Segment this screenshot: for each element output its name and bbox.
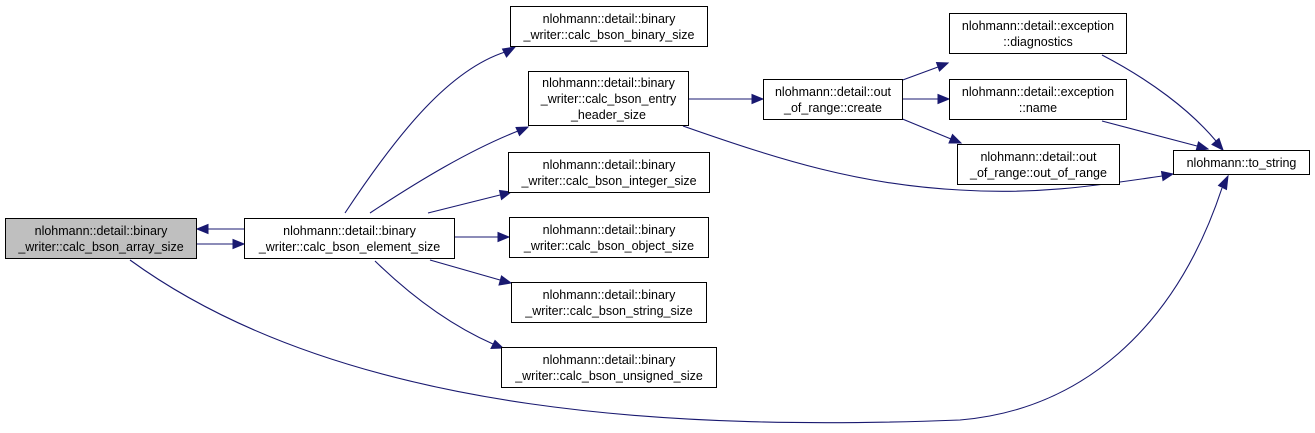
node-calc-bson-string-size[interactable]: nlohmann::detail::binary_writer::calc_bs… — [511, 282, 707, 323]
node-calc-bson-integer-size[interactable]: nlohmann::detail::binary_writer::calc_bs… — [508, 152, 710, 193]
node-label-line2: ::name — [1018, 100, 1058, 115]
node-calc-bson-unsigned-size[interactable]: nlohmann::detail::binary_writer::calc_bs… — [501, 347, 717, 388]
edge-create-to-name — [903, 93, 951, 105]
node-calc-bson-entry-header-size[interactable]: nlohmann::detail::binary_writer::calc_bs… — [528, 71, 689, 126]
node-label-line1: nlohmann::detail::binary — [542, 157, 676, 172]
node-label-line2: _writer::calc_bson_element_size — [258, 239, 441, 254]
node-label-line2: _writer::calc_bson_string_size — [525, 303, 693, 318]
edge-name-to-to-string — [1101, 120, 1210, 152]
edge-element-size-to-binary-size — [344, 46, 517, 214]
node-label-line3: _header_size — [570, 107, 647, 122]
edge-array-size-to-to-string — [129, 174, 1229, 424]
node-calc-bson-binary-size[interactable]: nlohmann::detail::binary_writer::calc_bs… — [510, 6, 708, 47]
node-label-line1: nlohmann::to_string — [1186, 155, 1297, 170]
node-label-line2: _writer::calc_bson_object_size — [523, 238, 695, 253]
node-label-line2: _of_range::create — [784, 100, 882, 115]
edge-create-to-out-of-range — [899, 117, 963, 144]
node-label-line1: nlohmann::detail::binary — [34, 223, 168, 238]
node-label-line2: _writer::calc_bson_integer_size — [521, 173, 697, 188]
edge-array-size-to-element-size — [197, 238, 246, 250]
node-out-of-range-create[interactable]: nlohmann::detail::out_of_range::create — [763, 79, 903, 120]
edge-element-size-to-string-size — [429, 259, 513, 286]
node-label-line2: ::diagnostics — [1003, 34, 1073, 49]
edge-element-size-to-integer-size — [427, 189, 513, 214]
node-label-line2: _writer::calc_bson_binary_size — [523, 27, 695, 42]
node-label-line1: nlohmann::detail::out — [774, 84, 892, 99]
edge-element-size-to-unsigned-size — [374, 260, 505, 350]
node-label-line1: nlohmann::detail::exception — [961, 84, 1115, 99]
node-calc-bson-element-size[interactable]: nlohmann::detail::binary_writer::calc_bs… — [244, 218, 455, 259]
edge-element-size-to-object-size — [455, 231, 511, 243]
node-label-line2: _writer::calc_bson_entry — [540, 91, 677, 106]
node-exception-name[interactable]: nlohmann::detail::exception::name — [949, 79, 1127, 120]
node-label-line2: _writer::calc_bson_unsigned_size — [515, 368, 703, 383]
edge-entry-header-size-to-create — [689, 93, 765, 105]
node-label-line1: nlohmann::detail::binary — [542, 11, 676, 26]
node-exception-diagnostics[interactable]: nlohmann::detail::exception::diagnostics — [949, 13, 1127, 54]
node-label-line1: nlohmann::detail::out — [980, 149, 1097, 164]
edge-diagnostics-to-to-string — [1101, 54, 1224, 151]
node-calc-bson-array-size: nlohmann::detail::binary_writer::calc_bs… — [5, 218, 197, 259]
node-label-line2: _writer::calc_bson_array_size — [18, 239, 184, 254]
node-label-line1: nlohmann::detail::binary — [542, 222, 676, 237]
edge-element-size-to-array-size — [195, 223, 244, 235]
edge-element-size-to-entry-header-size — [369, 126, 530, 214]
node-label-line2: _of_range::out_of_range — [970, 165, 1107, 180]
edge-create-to-diagnostics — [899, 61, 950, 82]
node-label-line1: nlohmann::detail::exception — [961, 18, 1115, 33]
node-to-string[interactable]: nlohmann::to_string — [1173, 150, 1310, 175]
node-calc-bson-object-size[interactable]: nlohmann::detail::binary_writer::calc_bs… — [509, 217, 709, 258]
node-out-of-range-ctor[interactable]: nlohmann::detail::out_of_range::out_of_r… — [957, 144, 1120, 185]
node-label-line1: nlohmann::detail::binary — [542, 75, 675, 90]
node-label-line1: nlohmann::detail::binary — [542, 287, 676, 302]
node-label-line1: nlohmann::detail::binary — [542, 352, 676, 367]
node-label-line1: nlohmann::detail::binary — [283, 223, 416, 238]
